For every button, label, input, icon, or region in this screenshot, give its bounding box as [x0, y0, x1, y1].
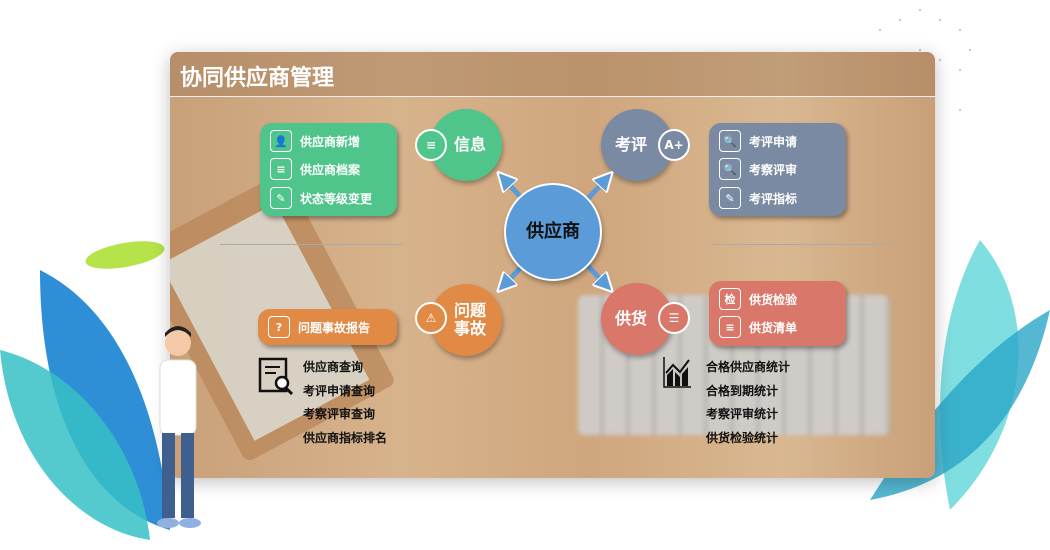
chart-trend-icon [663, 357, 691, 388]
supply-menu: 检供货检验 ≡供货清单 [709, 281, 846, 346]
menu-item-supply-inspection[interactable]: 检供货检验 [719, 288, 797, 310]
supply-document-icon: ≡ [719, 316, 741, 338]
menu-item-inspection-review[interactable]: 🔍考察评审 [719, 158, 797, 180]
issue-menu: ?问题事故报告 [258, 309, 397, 345]
query-list: 供应商查询 考评申请查询 考察评审查询 供应商指标排名 [303, 356, 387, 450]
menu-item-issue-report[interactable]: ?问题事故报告 [268, 316, 370, 338]
menu-item-review-apply[interactable]: 🔍考评申请 [719, 130, 797, 152]
query-document-icon [258, 357, 294, 395]
menu-item-supplier-archive[interactable]: ≡供应商档案 [270, 158, 360, 180]
report-icon: ? [268, 316, 290, 338]
supplier-center-circle[interactable]: 供应商 [504, 183, 602, 281]
search-user-icon: 🔍 [719, 158, 741, 180]
grade-icon: A+ [658, 129, 690, 161]
inspection-icon: 检 [719, 288, 741, 310]
stat-supply-inspection[interactable]: 供货检验统计 [706, 430, 779, 445]
review-menu: 🔍考评申请 🔍考察评审 ✎考评指标 [709, 123, 846, 216]
stat-qualified-supplier[interactable]: 合格供应商统计 [706, 360, 791, 374]
list-icon: ☰ [658, 302, 690, 334]
issue-circle[interactable]: 问题事故 [430, 284, 502, 356]
page-title: 协同供应商管理 [170, 52, 935, 97]
query-review-apply[interactable]: 考评申请查询 [303, 383, 376, 398]
leaf-decoration [0, 241, 170, 540]
stats-list: 合格供应商统计 合格到期统计 考察评审统计 供货检验统计 [706, 356, 790, 450]
info-menu: 👤供应商新增 ≡供应商档案 ✎状态等级变更 [260, 123, 397, 216]
user-add-icon: 👤 [270, 130, 292, 152]
menu-item-review-indicator[interactable]: ✎考评指标 [719, 187, 797, 209]
menu-item-supplier-add[interactable]: 👤供应商新增 [270, 130, 360, 152]
person-illustration [157, 326, 201, 528]
query-inspection-review[interactable]: 考察评审查询 [303, 407, 376, 421]
id-card-icon: ≡ [270, 158, 292, 180]
menu-item-supply-list[interactable]: ≡供货清单 [719, 316, 797, 338]
pencil-icon: ✎ [270, 187, 292, 209]
query-supplier-ranking[interactable]: 供应商指标排名 [303, 430, 388, 445]
stat-inspection-review[interactable]: 考察评审统计 [706, 407, 779, 421]
id-card-icon: ≡ [415, 129, 447, 161]
search-info-icon: 🔍 [719, 130, 741, 152]
query-supplier[interactable]: 供应商查询 [303, 360, 364, 374]
menu-item-status-change[interactable]: ✎状态等级变更 [270, 187, 372, 209]
warning-document-icon: ⚠ [415, 302, 447, 334]
review-circle[interactable]: 考评 [601, 109, 673, 181]
divider-right [711, 244, 893, 245]
stat-qualified-expiry[interactable]: 合格到期统计 [706, 383, 779, 398]
edit-document-icon: ✎ [719, 187, 741, 209]
divider-left [220, 244, 402, 245]
